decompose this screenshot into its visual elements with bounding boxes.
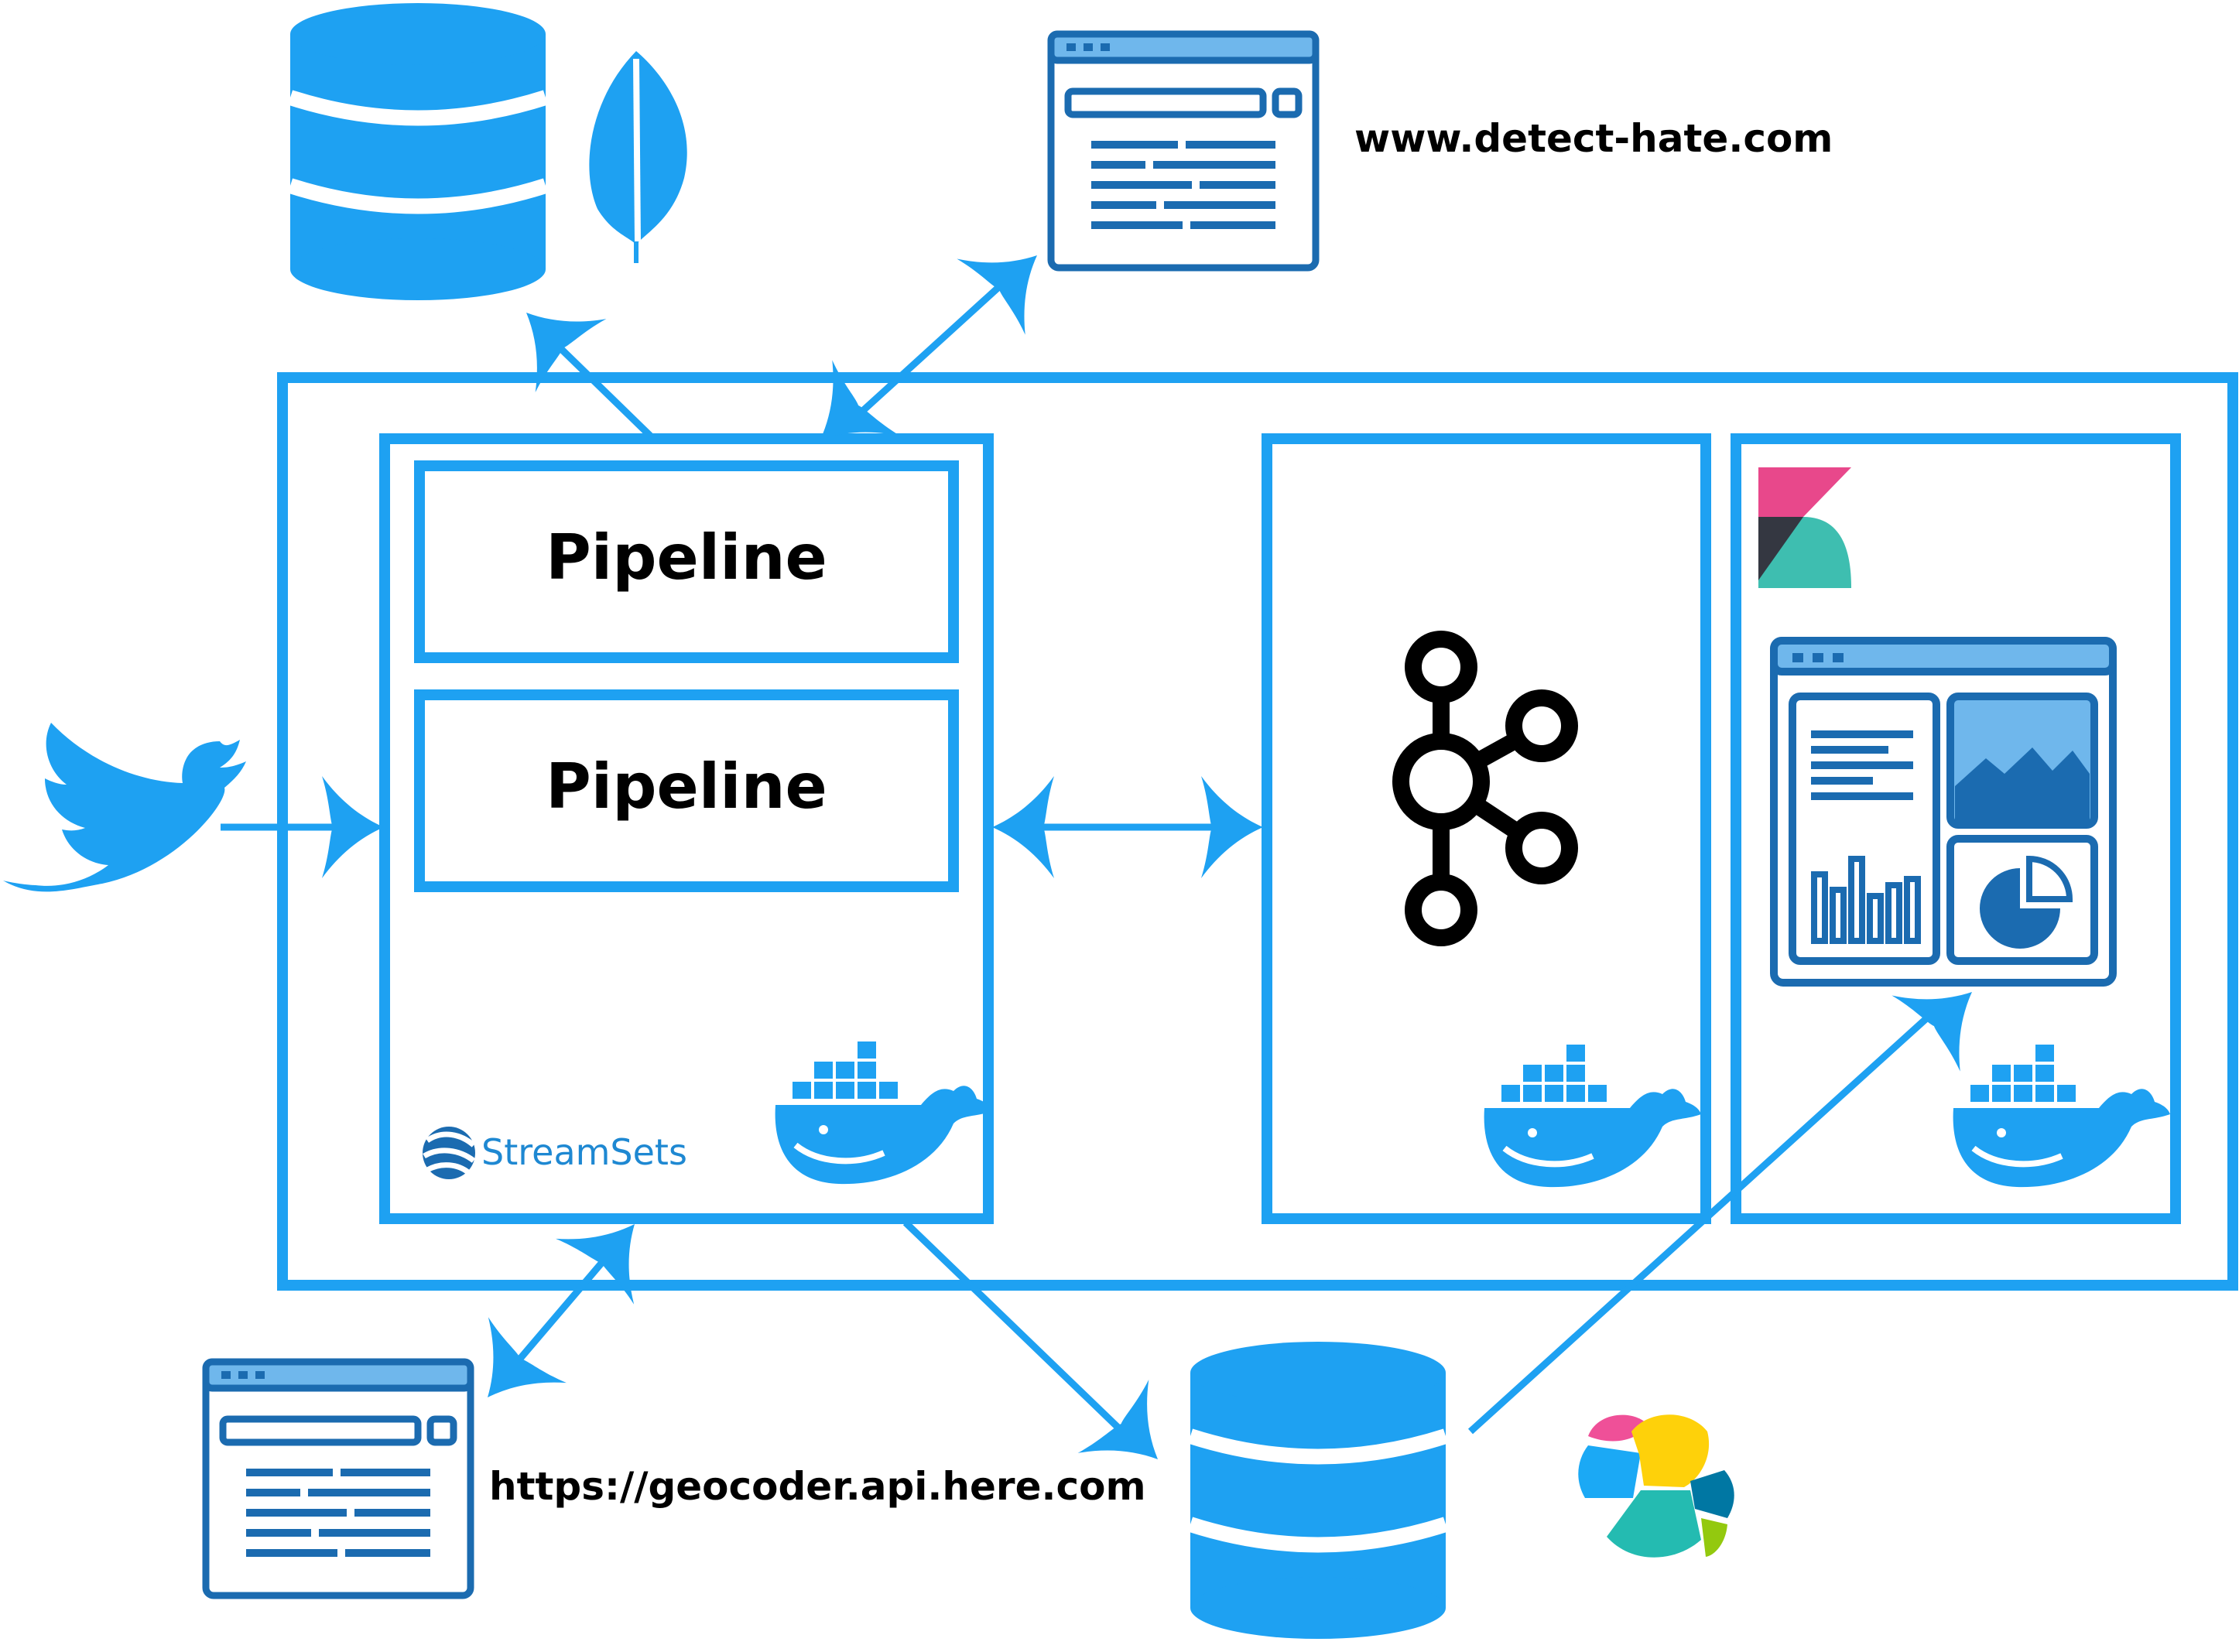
pipeline-box-2	[414, 689, 959, 892]
geocoder-url[interactable]: https://geocoder.api.here.com	[489, 1464, 1146, 1509]
outer-container	[277, 372, 2238, 1291]
detect-hate-url[interactable]: www.detect-hate.com	[1354, 116, 1833, 161]
twitter-bird-icon	[3, 723, 246, 892]
pipeline-label-2: Pipeline	[546, 751, 827, 823]
docker-whale-icon	[1484, 1045, 1701, 1187]
kafka-icon	[1392, 631, 1578, 946]
browser-window-icon	[206, 1362, 471, 1596]
streamsets-container	[379, 433, 994, 1224]
kibana-container	[1731, 433, 2181, 1224]
docker-whale-icon	[1953, 1045, 2170, 1187]
kibana-icon	[1758, 467, 1851, 588]
dashboard-window-icon	[1770, 637, 2117, 987]
mongodb-database-icon	[290, 3, 546, 300]
streamsets-logo-icon	[423, 1127, 476, 1179]
arrowheads	[322, 217, 2007, 1496]
elasticsearch-icon	[1578, 1414, 1734, 1558]
pipeline-box-1	[414, 460, 959, 663]
mongodb-leaf-icon	[589, 51, 687, 263]
kafka-container	[1262, 433, 1711, 1224]
browser-window-icon	[1051, 34, 1316, 268]
docker-whale-icon	[775, 1041, 992, 1184]
streamsets-brand-label: StreamSets	[481, 1131, 687, 1173]
elasticsearch-database-icon	[1190, 1342, 1446, 1639]
pipeline-label-1: Pipeline	[546, 522, 827, 593]
